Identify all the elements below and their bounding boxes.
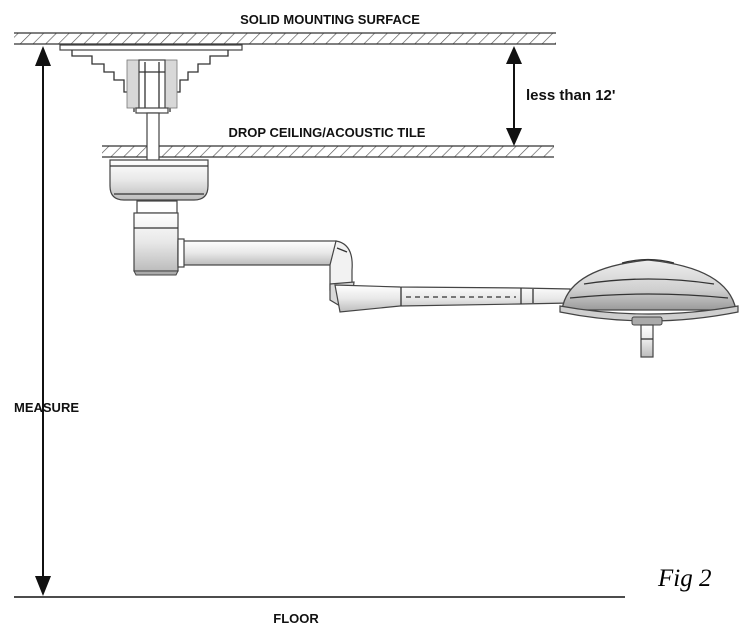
- measure-label: MEASURE: [14, 400, 79, 415]
- central-post: [146, 112, 160, 164]
- figure-caption: Fig 2: [657, 565, 711, 592]
- mounting-surface-label: SOLID MOUNTING SURFACE: [240, 12, 420, 27]
- spring-arm: [334, 284, 571, 313]
- drop-ceiling-label: DROP CEILING/ACOUSTIC TILE: [229, 125, 426, 140]
- clearance-label: less than 12': [526, 87, 615, 104]
- light-head: [559, 258, 739, 358]
- drop-ceiling-tile: [102, 145, 554, 158]
- drop-tube: [133, 200, 179, 276]
- clearance-dimension-arrow: [506, 46, 522, 146]
- measure-dimension-arrow: [35, 46, 51, 596]
- ceiling-canopy: [109, 159, 209, 201]
- floor-label: FLOOR: [273, 611, 319, 626]
- mounting-bracket: [59, 44, 243, 114]
- extension-arm: [177, 238, 353, 291]
- solid-mounting-surface: [14, 32, 556, 45]
